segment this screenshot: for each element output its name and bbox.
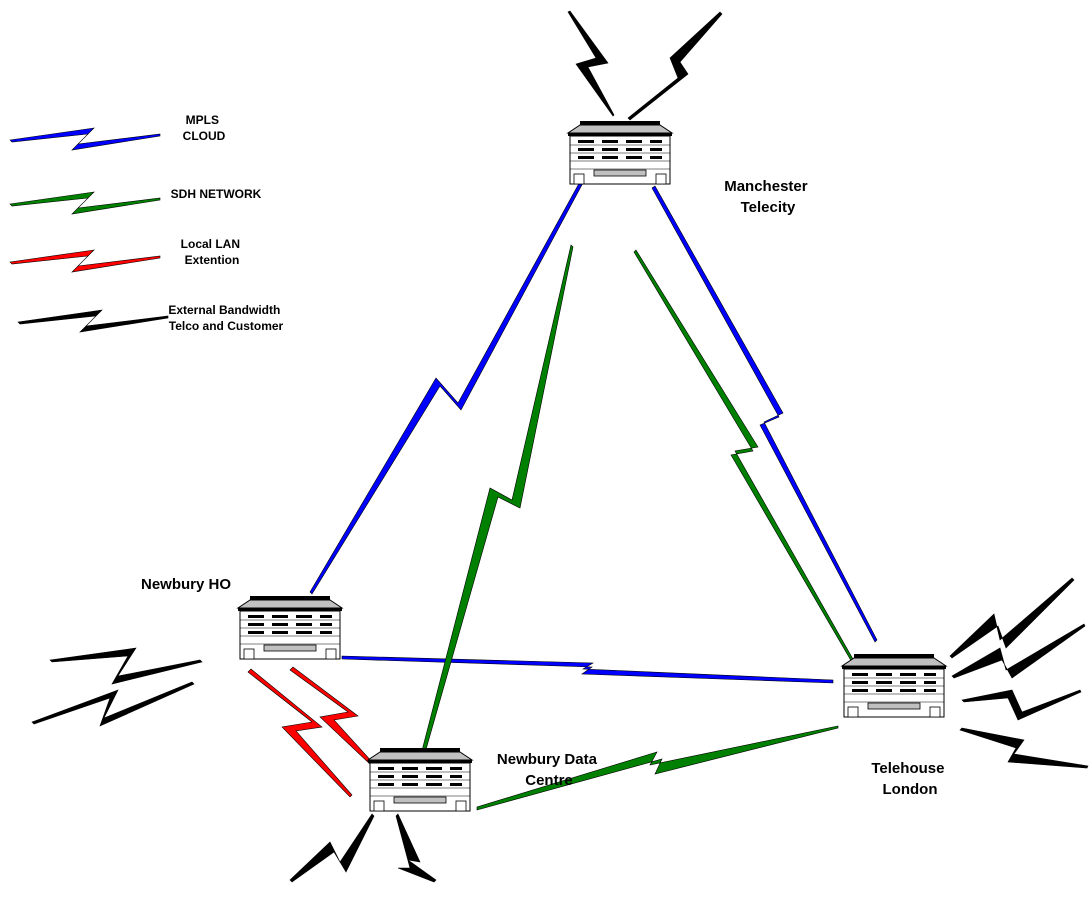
link-mpls-ho-telehouse (341, 655, 834, 684)
link-sdh-dc-manchester (417, 244, 574, 768)
ext-telehouse-2 (951, 623, 1086, 679)
building-manchester (567, 120, 673, 185)
ext-ho-2 (31, 681, 195, 727)
legend-label-sdh: SDH NETWORK (171, 187, 262, 201)
link-sdh-manchester-telehouse (633, 249, 863, 677)
legend-swatch-lan (9, 249, 161, 273)
link-lan-ho-dc-1 (247, 668, 353, 798)
building-newbury-ho (237, 595, 343, 660)
site-label-newbury-dc: Newbury Data Centre (497, 751, 601, 789)
legend-swatch-external (17, 309, 169, 333)
ext-manchester-right (627, 11, 723, 121)
link-mpls-manchester-telehouse (651, 185, 878, 643)
legend-label-mpls: MPLS CLOUD (183, 113, 226, 143)
ext-telehouse-3 (961, 689, 1082, 721)
building-newbury-dc (367, 747, 473, 812)
site-label-newbury-ho: Newbury HO (141, 576, 231, 593)
link-lan-ho-dc-2 (289, 666, 375, 767)
ext-dc-left (289, 813, 375, 883)
legend-swatch-mpls (9, 127, 161, 151)
external-links (31, 10, 1089, 883)
building-telehouse (841, 653, 947, 718)
ext-ho-1 (49, 647, 203, 685)
ext-manchester-left (567, 10, 615, 117)
site-label-manchester: Manchester Telecity (724, 178, 812, 216)
network-links (247, 177, 878, 811)
legend-label-external: External Bandwidth Telco and Customer (168, 303, 283, 333)
legend-label-lan: Local LAN Extention (181, 237, 244, 267)
site-label-telehouse: Telehouse London (871, 760, 948, 798)
legend: MPLS CLOUD SDH NETWORK Local LAN Extenti… (9, 113, 284, 333)
legend-swatch-sdh (9, 191, 161, 215)
ext-dc-right (395, 813, 437, 883)
link-sdh-dc-telehouse (476, 725, 839, 811)
ext-telehouse-4 (959, 727, 1089, 769)
ext-telehouse-1 (949, 577, 1075, 659)
